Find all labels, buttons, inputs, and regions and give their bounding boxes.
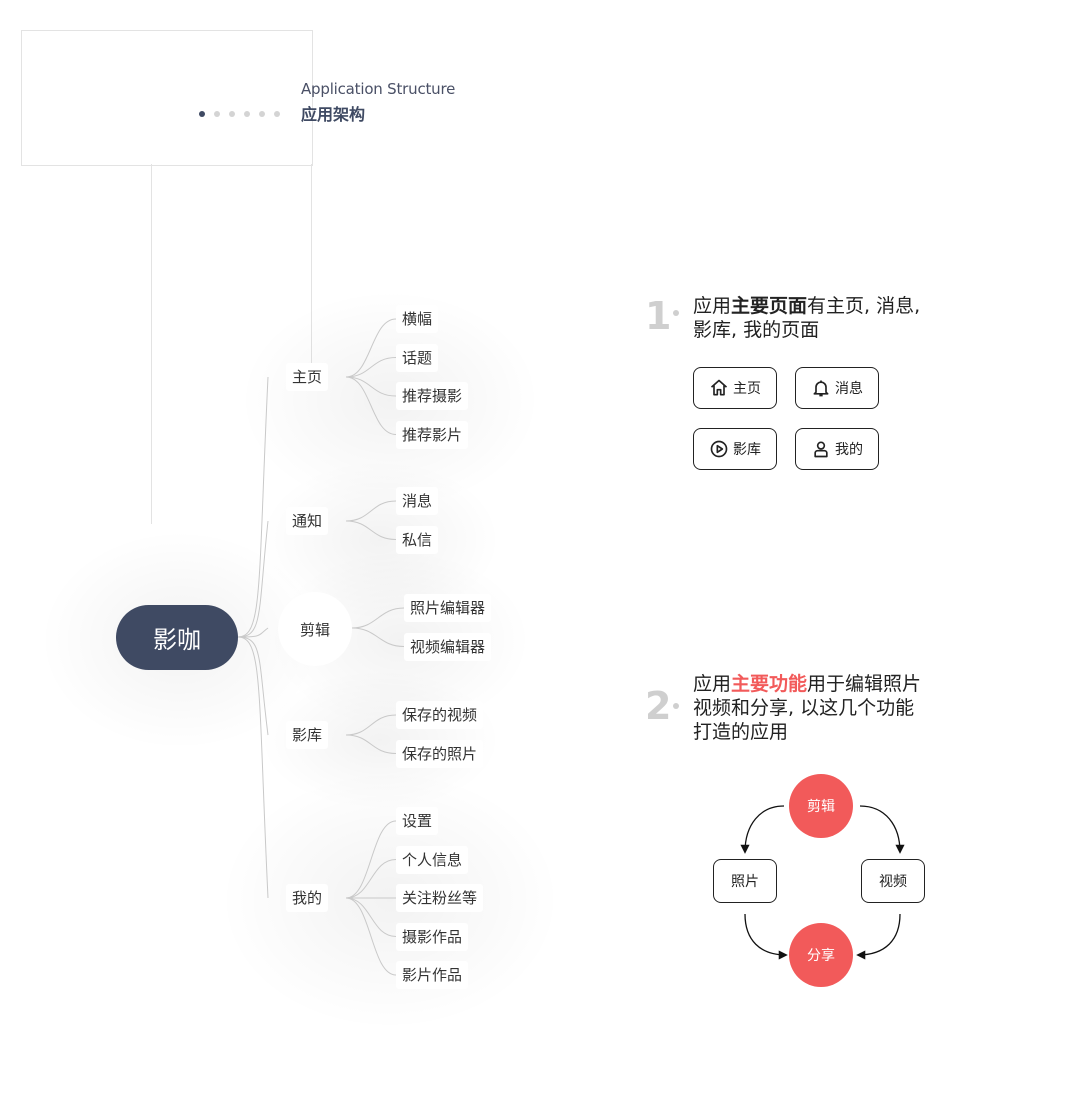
- pager-dots: [199, 111, 280, 117]
- mindmap-leaf: 保存的视频: [396, 701, 484, 729]
- arrow-video-to-share: [856, 913, 901, 960]
- connector-branch-child: [345, 714, 397, 736]
- mindmap-leaf: 私信: [396, 525, 439, 554]
- cycle-video-node: 视频: [861, 859, 925, 903]
- home-icon: [710, 379, 728, 396]
- mindmap-glow: [220, 770, 560, 1030]
- connector-branch-child: [345, 897, 397, 976]
- connector-branch-child: [345, 376, 397, 435]
- cycle-edit-node: 剪辑: [789, 774, 853, 838]
- library-page-button[interactable]: 影库: [693, 428, 777, 470]
- cycle-photo-node: 照片: [713, 859, 777, 903]
- mindmap-leaf: 影片作品: [396, 961, 469, 989]
- connector-branch-child: [345, 357, 397, 378]
- arrow-edit-to-photo: [740, 805, 785, 854]
- pager-dot[interactable]: [199, 111, 205, 117]
- section-text: 应用: [693, 295, 732, 317]
- connector-branch-child: [345, 500, 397, 522]
- mindmap-branch: 我的: [286, 884, 329, 912]
- mindmap-branch: 影库: [286, 721, 329, 749]
- section-number: 1: [645, 294, 672, 338]
- library-page-label: 影库: [733, 442, 761, 458]
- connector-branch-child: [345, 734, 397, 754]
- connector-branch-child: [345, 859, 397, 899]
- pager-dot[interactable]: [229, 111, 235, 117]
- section-text: 视频和分享, 以这几个功能: [693, 697, 915, 719]
- cycle-share-node: 分享: [789, 923, 853, 987]
- notifications-page-button[interactable]: 消息: [795, 367, 879, 409]
- mindmap-leaf: 摄影作品: [396, 922, 469, 951]
- page-title: 应用架构: [301, 105, 366, 124]
- mindmap-connectors: [40, 290, 560, 1030]
- section-text: 应用: [693, 673, 732, 695]
- connector-root-branch: [237, 636, 269, 736]
- mindmap-leaf: 保存的照片: [396, 739, 484, 768]
- section-text: 用于编辑照片: [807, 673, 922, 695]
- page-subtitle: Application Structure: [301, 80, 456, 98]
- mindmap-leaf: 视频编辑器: [404, 632, 492, 661]
- section-text-highlight: 主要功能: [731, 673, 808, 695]
- notifications-page-label: 消息: [835, 381, 863, 397]
- arrow-edit-to-video: [859, 805, 905, 854]
- user-icon: [814, 441, 828, 458]
- connector-root-branch: [237, 520, 269, 638]
- section-description: 应用主要功能用于编辑照片 视频和分享, 以这几个功能 打造的应用: [693, 672, 943, 744]
- home-page-label: 主页: [733, 381, 761, 397]
- section-dot: [673, 310, 679, 316]
- section-dot: [673, 703, 679, 709]
- play-icon: [710, 440, 728, 458]
- connector-branch-child: [345, 820, 397, 899]
- connector-root-branch: [237, 376, 269, 638]
- connector-branch-child: [351, 607, 405, 629]
- profile-page-label: 我的: [835, 442, 863, 458]
- arrow-photo-to-share: [744, 913, 788, 960]
- mindmap-leaf: 话题: [396, 343, 439, 372]
- pager-dot[interactable]: [274, 111, 280, 117]
- connector-root-branch: [237, 636, 269, 899]
- mindmap-leaf: 横幅: [396, 305, 439, 333]
- mindmap-leaf: 推荐影片: [396, 420, 469, 449]
- cycle-arrows: [740, 805, 905, 960]
- mindmap-leaf: 设置: [396, 807, 439, 835]
- mindmap-leaf: 关注粉丝等: [396, 884, 484, 912]
- mindmap-leaf: 个人信息: [396, 845, 469, 874]
- section-number: 2: [645, 684, 672, 728]
- mindmap-root: 影咖: [116, 605, 238, 670]
- section-text: 有主页, 消息,: [807, 295, 921, 317]
- frame-outline-vertical: [151, 164, 152, 524]
- mindmap-leaf: 推荐摄影: [396, 382, 469, 410]
- mindmap-leaf: 照片编辑器: [404, 594, 492, 622]
- pager-dot[interactable]: [244, 111, 250, 117]
- connector-branch-child: [345, 897, 397, 937]
- section-description: 应用主要页面有主页, 消息, 影库, 我的页面: [693, 294, 943, 342]
- mindmap-branch: 主页: [286, 363, 329, 391]
- pager-dot[interactable]: [214, 111, 220, 117]
- page-header: Application Structure 应用架构: [301, 80, 455, 125]
- mindmap-branch: 剪辑: [278, 592, 352, 666]
- pager-dot[interactable]: [259, 111, 265, 117]
- mindmap-branch: 通知: [286, 507, 329, 535]
- connector-branch-child: [345, 318, 397, 378]
- frame-outline-top: [21, 30, 313, 166]
- connector-branch-child: [345, 376, 397, 397]
- connector-branch-child: [345, 520, 397, 540]
- mindmap-leaf: 消息: [396, 487, 439, 515]
- section-text: 影库, 我的页面: [693, 319, 820, 341]
- bell-icon: [813, 380, 829, 397]
- frame-outline-right: [311, 164, 312, 364]
- section-text-bold: 主要页面: [731, 295, 808, 317]
- section-text: 打造的应用: [693, 721, 789, 743]
- mindmap-glow: [240, 290, 540, 510]
- profile-page-button[interactable]: 我的: [795, 428, 879, 470]
- home-page-button[interactable]: 主页: [693, 367, 777, 409]
- connector-branch-child: [351, 627, 405, 647]
